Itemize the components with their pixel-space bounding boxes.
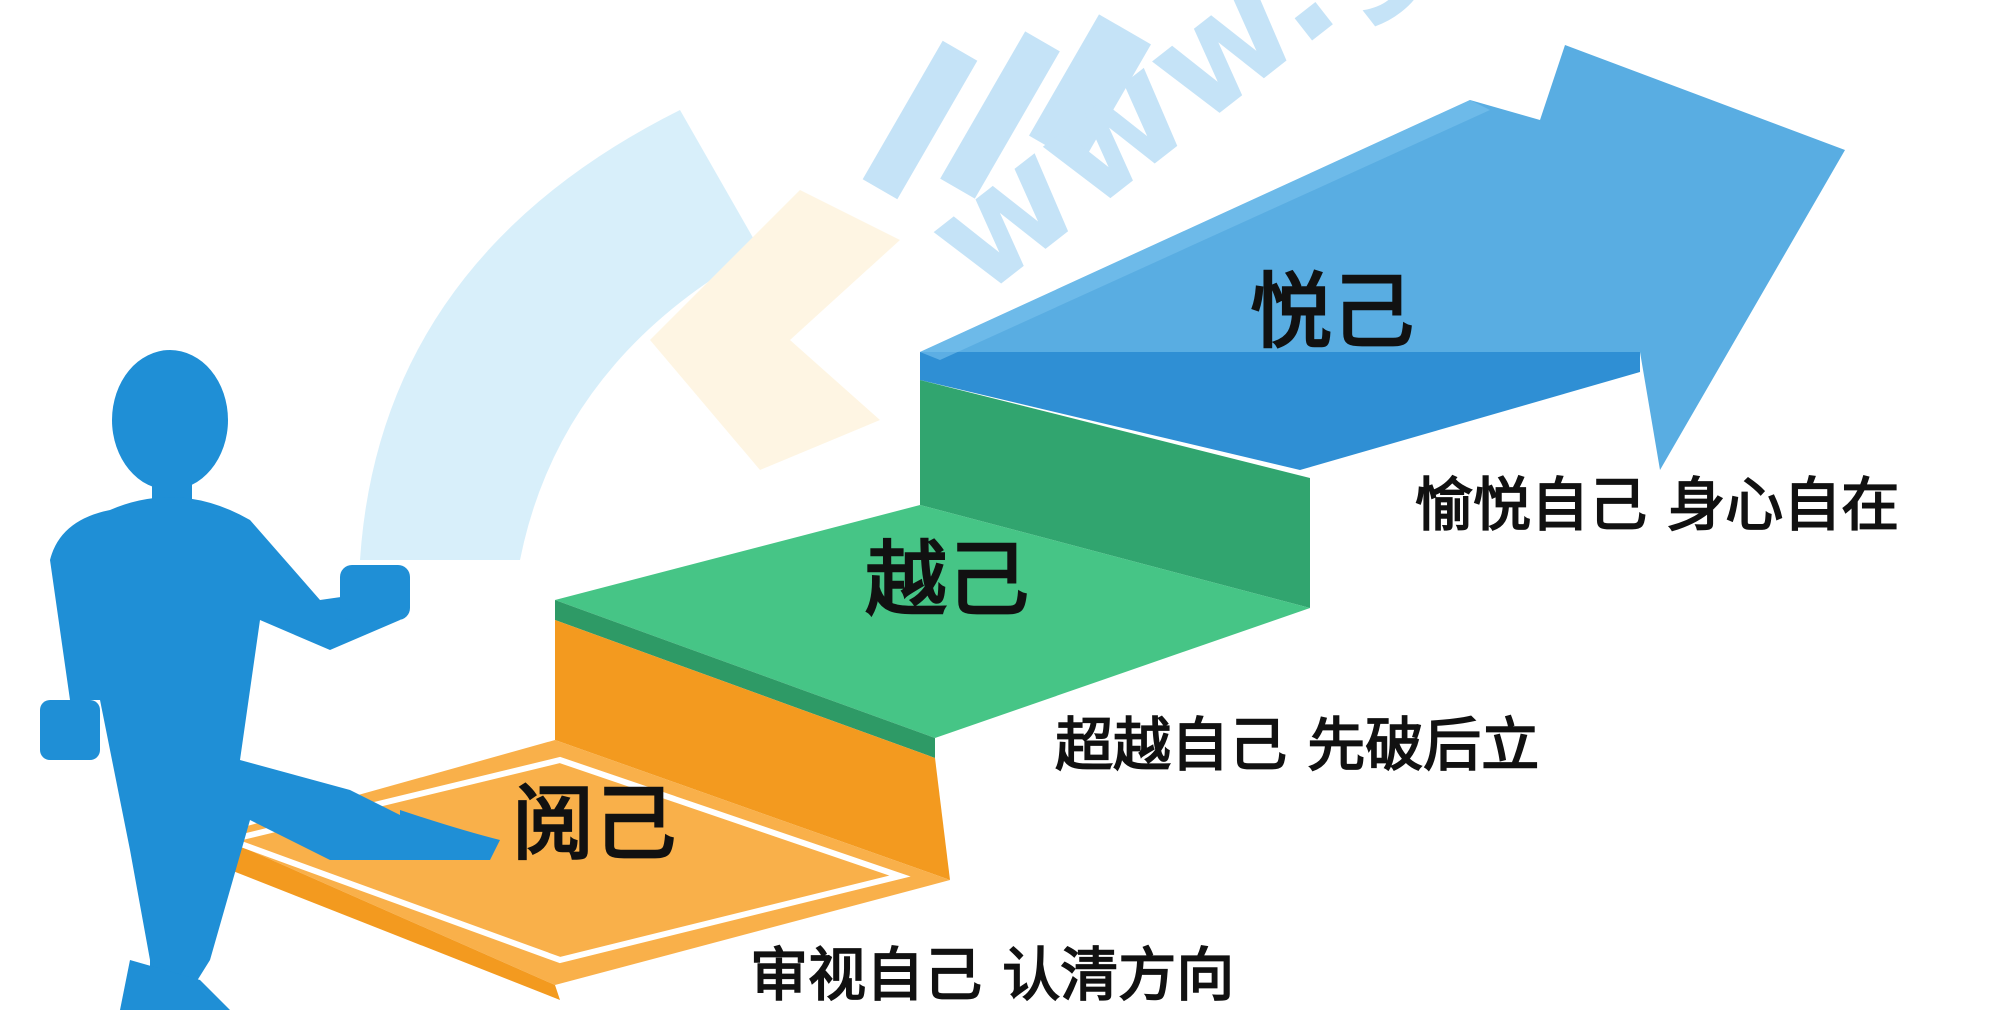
- step-2-title: 越己: [865, 533, 1029, 628]
- step-3-caption: 愉悦自己 身心自在: [1415, 471, 1899, 539]
- step-1-caption: 审视自己 认清方向: [750, 941, 1234, 1009]
- step-1-block: [205, 620, 950, 1000]
- step-1-title: 阅己: [512, 777, 676, 872]
- walking-person-icon: [40, 350, 500, 1010]
- step-2-block: [555, 380, 1310, 758]
- step-2-caption: 超越自己 先破后立: [1055, 711, 1539, 779]
- step-3-arrow: [920, 45, 1845, 470]
- step-3-title: 悦己: [1250, 265, 1414, 360]
